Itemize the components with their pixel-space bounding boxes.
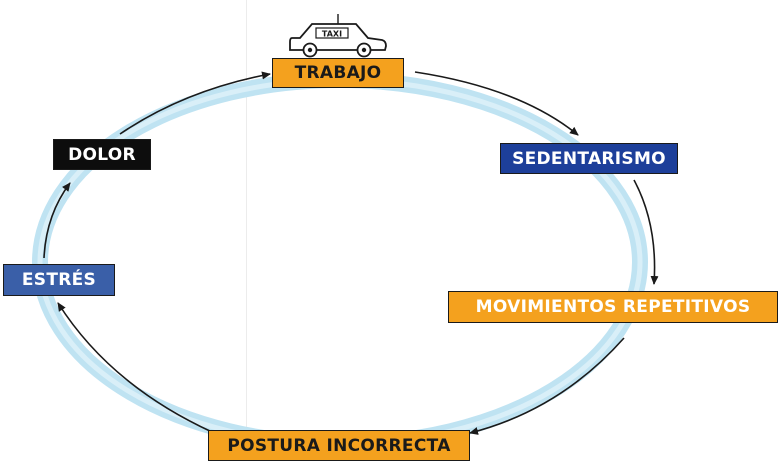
node-movimientos-repetitivos: MOVIMIENTOS REPETITIVOS: [448, 291, 778, 323]
node-sedentarismo: SEDENTARISMO: [500, 143, 678, 174]
arrow-sedentarismo-to-movimientos: [633, 179, 659, 285]
arrow-trabajo-to-sedentarismo: [414, 71, 579, 136]
arrow-postura-to-estres: [57, 302, 213, 433]
node-estres: ESTRÉS: [3, 264, 115, 296]
arrow-movimientos-to-postura: [469, 337, 625, 435]
arrow-dolor-to-trabajo: [119, 71, 271, 135]
taxi-icon: TAXI: [289, 14, 387, 58]
node-trabajo: TRABAJO: [272, 58, 404, 88]
cycle-ring-inner: [37, 77, 643, 447]
node-postura-incorrecta: POSTURA INCORRECTA: [208, 430, 470, 461]
arrow-estres-to-dolor: [43, 182, 71, 259]
taxi-sign-text: TAXI: [322, 30, 342, 39]
node-dolor: DOLOR: [53, 139, 151, 170]
page-fold: [246, 0, 247, 461]
